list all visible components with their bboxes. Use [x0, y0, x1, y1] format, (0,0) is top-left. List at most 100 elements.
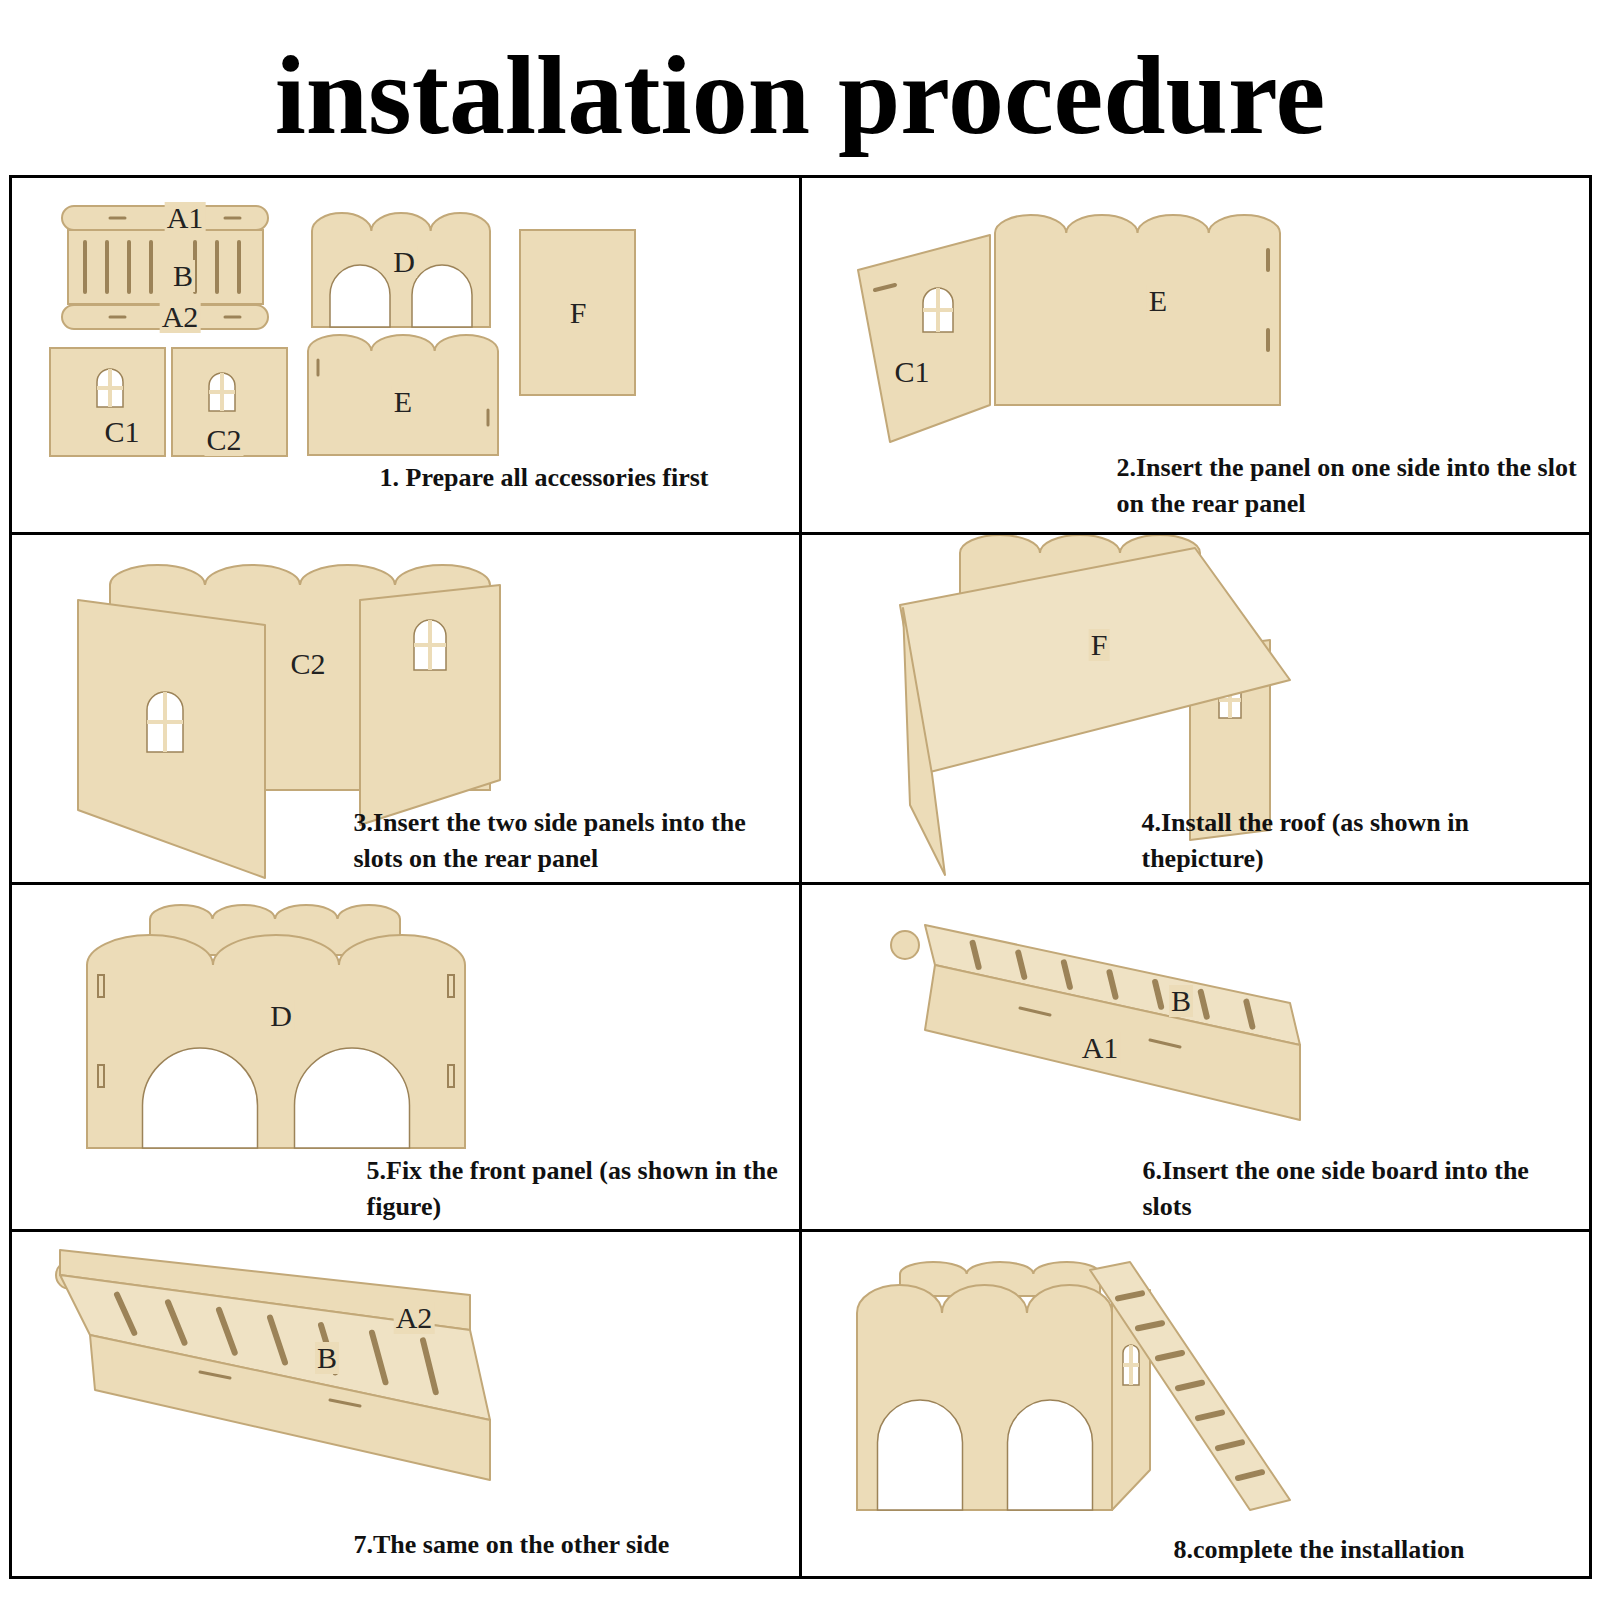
step-caption: 7.The same on the other side	[354, 1527, 794, 1563]
slot	[1238, 1472, 1262, 1478]
step-panel: 8.complete the installation	[799, 1229, 1592, 1579]
step-caption: 4.Install the roof (as shown in thepictu…	[1142, 805, 1582, 877]
slot	[1201, 992, 1207, 1017]
slot	[225, 217, 240, 220]
part-label: A2	[160, 301, 201, 333]
slot	[1138, 1323, 1162, 1328]
window-cutout	[923, 288, 953, 332]
window-cutout	[147, 692, 183, 752]
window-cutout	[414, 620, 446, 670]
door-arch	[330, 265, 390, 327]
slot	[1178, 1383, 1202, 1388]
slot	[330, 1400, 360, 1406]
part-label: C1	[102, 416, 141, 448]
part-label: E	[1147, 285, 1169, 317]
window-cutout	[209, 373, 235, 411]
step-caption: 2.Insert the panel on one side into the …	[1117, 450, 1582, 522]
slot	[1020, 1008, 1050, 1015]
slot	[149, 242, 153, 292]
ramp-board	[1090, 1262, 1290, 1510]
slot	[225, 316, 240, 319]
slot	[487, 410, 490, 425]
part-label: A2	[394, 1302, 435, 1334]
rear-panel	[995, 215, 1280, 405]
front-panel	[312, 213, 490, 327]
front-panel	[87, 935, 465, 1148]
side-panel	[903, 608, 945, 875]
slot	[1118, 1293, 1142, 1298]
part-label: C2	[204, 424, 243, 456]
window-cutout	[97, 369, 123, 407]
side-panel	[78, 600, 265, 878]
part-label: E	[392, 386, 414, 418]
slot	[1218, 1442, 1242, 1448]
door-arch	[878, 1400, 963, 1510]
slot	[1266, 330, 1270, 350]
slot	[168, 1302, 185, 1343]
window-bar	[147, 720, 183, 724]
slot	[270, 1318, 285, 1363]
slot	[1155, 982, 1161, 1007]
slot	[117, 1295, 134, 1333]
part-label: F	[568, 297, 589, 329]
roof-board	[900, 548, 1290, 772]
part-label: C1	[892, 356, 931, 388]
slot	[423, 1340, 436, 1392]
door-arch	[295, 1048, 410, 1148]
part-label: B	[1169, 985, 1193, 1017]
slot	[1158, 1353, 1182, 1358]
step-caption: 3.Insert the two side panels into the sl…	[354, 805, 794, 877]
window-bar	[414, 643, 446, 647]
part-label: D	[391, 246, 417, 278]
side-panel	[172, 348, 287, 456]
part-label: B	[171, 260, 195, 292]
ramp-hook	[891, 931, 919, 959]
step-caption: 1. Prepare all accessories first	[380, 460, 795, 496]
window-bar	[209, 390, 235, 394]
slot	[1246, 1002, 1252, 1027]
step-panel: 2.Insert the panel on one side into the …	[799, 175, 1592, 535]
slot	[127, 242, 131, 292]
part-label: F	[1089, 629, 1110, 661]
step-panel: 3.Insert the two side panels into the sl…	[9, 532, 802, 885]
door-arch	[143, 1048, 258, 1148]
side-panel	[858, 235, 990, 442]
roof-board	[520, 230, 635, 395]
side-strip	[90, 1335, 490, 1480]
window-bar	[1123, 1363, 1139, 1367]
front-panel	[857, 1285, 1112, 1510]
slot	[83, 242, 87, 292]
slot	[875, 285, 895, 290]
slot	[1064, 962, 1070, 986]
side-strip	[925, 965, 1300, 1120]
step-caption: 8.complete the installation	[1174, 1532, 1584, 1568]
step-panel: 4.Install the roof (as shown in thepictu…	[799, 532, 1592, 885]
slot	[1150, 1040, 1180, 1047]
slot	[219, 1310, 235, 1353]
part-label: D	[268, 1000, 294, 1032]
step-caption: 5.Fix the front panel (as shown in the f…	[367, 1153, 792, 1225]
step-panel: 1. Prepare all accessories first	[9, 175, 802, 535]
slot	[973, 943, 979, 967]
title: installation procedure	[0, 25, 1600, 165]
slot	[372, 1333, 386, 1383]
ramp-board	[68, 230, 263, 304]
slot	[1266, 250, 1270, 270]
slot	[317, 360, 320, 375]
window-cutout	[1123, 1345, 1139, 1385]
slot	[1018, 953, 1024, 977]
window-bar	[1219, 698, 1241, 702]
step-panel: 6.Insert the one side board into the slo…	[799, 882, 1592, 1232]
door-arch	[1008, 1400, 1093, 1510]
part-label: B	[315, 1342, 339, 1374]
part-label: C2	[288, 648, 327, 680]
slot	[1198, 1413, 1222, 1419]
slot	[215, 242, 219, 292]
slot	[98, 1065, 104, 1087]
side-panel	[360, 585, 500, 825]
part-label: A1	[165, 202, 206, 234]
window-bar	[923, 308, 953, 312]
slot	[98, 975, 104, 997]
slot	[110, 316, 125, 319]
